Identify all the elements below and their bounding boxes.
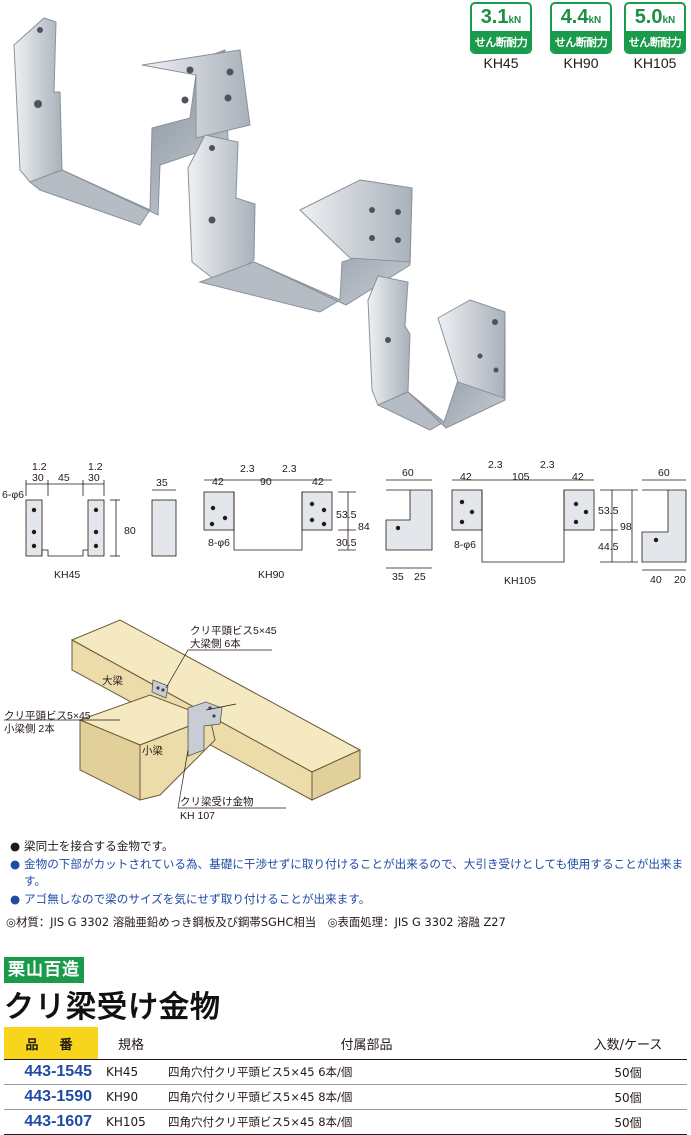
kh45-w1: 30 [32,472,44,484]
screw-main-label-1: クリ平頭ビス5×45 [190,625,277,637]
badge-model-kh90: KH90 [563,55,599,71]
badge-caption: せん断耐力 [626,31,684,52]
kh105-t2: 2.3 [540,459,555,471]
product-photo [13,17,506,431]
product-code: 443-1545 [4,1059,98,1085]
badge-unit: kN [508,15,522,26]
hanger-photo-kh45 [13,17,251,226]
product-spec: KH105 [98,1109,164,1135]
table-row: 443-1545 KH45 四角穴付クリ平頭ビス5×45 6本/個 50個 [4,1059,687,1085]
sub-beam-label: 小梁 [142,744,163,757]
product-qty: 50個 [569,1084,687,1110]
kh105-w2: 105 [512,471,530,483]
kh45-w2: 45 [58,472,70,484]
note-item: ●金物の下部がカットされている為、基礎に干渉せずに取り付けることが出来るので、大… [10,856,684,889]
kh90-side-b1: 35 [392,571,404,583]
kh90-w3: 42 [312,476,324,488]
product-title: クリ梁受け金物 [4,990,221,1025]
brand-label: 栗山百造 [4,957,84,983]
kh105-height: 98 [620,521,632,533]
kh45-w3: 30 [88,472,100,484]
kh90-t1: 2.3 [240,463,255,475]
feature-notes: ●梁同士を接合する金物です。 ●金物の下部がカットされている為、基礎に干渉せずに… [10,838,685,908]
product-table: 品 番 規格 付属部品 入数/ケース 443-1545 KH45 四角穴付クリ平… [4,1027,687,1135]
bullet-icon: ● [10,891,21,906]
note-item: ●梁同士を接合する金物です。 [10,838,685,856]
kh105-side-b1: 40 [650,574,662,586]
badge-caption: せん断耐力 [552,31,610,52]
kh90-w2: 90 [260,476,272,488]
table-header-row: 品 番 規格 付属部品 入数/ケース [4,1027,687,1060]
kh90-hole: 8-φ6 [208,537,230,549]
hanger-label-2: KH 107 [180,810,215,822]
kh45-side: 35 [156,477,168,489]
product-spec: KH90 [98,1084,164,1110]
badge-value: 5.0 [634,6,663,28]
screw-sub-label-2: 小梁側 2本 [4,722,55,735]
table-row: 443-1607 KH105 四角穴付クリ平頭ビス5×45 8本/個 50個 [4,1109,687,1135]
main-beam-label: 大梁 [102,674,123,687]
installation-illustration: クリ平頭ビス5×45 大梁側 6本 大梁 クリ平頭ビス5×45 小梁側 2本 小… [4,619,362,822]
badge-caption: せん断耐力 [472,31,530,52]
kh90-w1: 42 [212,476,224,488]
hanger-photo-kh105 [367,275,506,431]
col-parts: 付属部品 [164,1027,569,1060]
kh45-name: KH45 [54,569,80,581]
note-item: ●アゴ無しなので梁のサイズを気にせず取り付けることが出来ます。 [10,891,685,909]
hanger-label-1: クリ梁受け金物 [180,795,254,808]
kh90-height: 84 [358,521,370,533]
product-parts: 四角穴付クリ平頭ビス5×45 8本/個 [164,1084,569,1110]
badge-value: 3.1 [480,6,509,28]
kh90-h-upper: 53.5 [336,509,357,521]
product-spec: KH45 [98,1059,164,1085]
product-code: 443-1607 [4,1109,98,1135]
kh45-t2: 1.2 [88,461,103,473]
kh45-hole: 6-φ6 [2,489,24,501]
kh105-h-lower: 44.5 [598,541,619,553]
material-spec: ◎材質：JIS G 3302 溶融亜鉛めっき鋼板及び鋼帯SGHC相当 ◎表面処理… [6,915,506,929]
badge-model-kh105: KH105 [633,55,677,71]
badge-kh90: 4.4kN せん断耐力 [550,2,612,54]
screw-main-label-2: 大梁側 6本 [190,637,241,650]
kh90-t2: 2.3 [282,463,297,475]
screw-sub-label-1: クリ平頭ビス5×45 [4,710,91,722]
badge-kh45: 3.1kN せん断耐力 [470,2,532,54]
kh105-side-b2: 20 [674,574,686,586]
kh105-hole: 8-φ6 [454,539,476,551]
bullet-icon: ● [10,856,21,871]
badge-kh105: 5.0kN せん断耐力 [624,2,686,54]
kh90-h-lower: 30.5 [336,537,357,549]
technical-drawings: 1.2 1.2 30 45 30 6-φ6 80 35 KH45 2.3 2.3… [2,459,687,587]
kh105-w3: 42 [572,471,584,483]
product-qty: 50個 [569,1109,687,1135]
product-qty: 50個 [569,1059,687,1085]
kh45-t1: 1.2 [32,461,47,473]
product-parts: 四角穴付クリ平頭ビス5×45 8本/個 [164,1109,569,1135]
hanger-photo-kh90 [187,134,413,313]
kh105-w1: 42 [460,471,472,483]
badge-model-kh45: KH45 [483,55,519,71]
kh105-name: KH105 [504,575,536,587]
product-code: 443-1590 [4,1084,98,1110]
kh105-h-upper: 53.5 [598,505,619,517]
badge-value: 4.4 [560,6,589,28]
col-code: 品 番 [4,1027,98,1060]
kh90-name: KH90 [258,569,284,581]
kh45-height: 80 [124,525,136,537]
table-row: 443-1590 KH90 四角穴付クリ平頭ビス5×45 8本/個 50個 [4,1084,687,1110]
col-qty: 入数/ケース [569,1027,687,1060]
kh90-side-b2: 25 [414,571,426,583]
kh105-t1: 2.3 [488,459,503,471]
badge-unit: kN [588,15,602,26]
product-parts: 四角穴付クリ平頭ビス5×45 6本/個 [164,1059,569,1085]
kh90-side-top: 60 [402,467,414,479]
bullet-icon: ● [10,839,21,853]
col-spec: 規格 [98,1027,164,1060]
kh105-side-top: 60 [658,467,670,479]
badge-unit: kN [662,15,676,26]
